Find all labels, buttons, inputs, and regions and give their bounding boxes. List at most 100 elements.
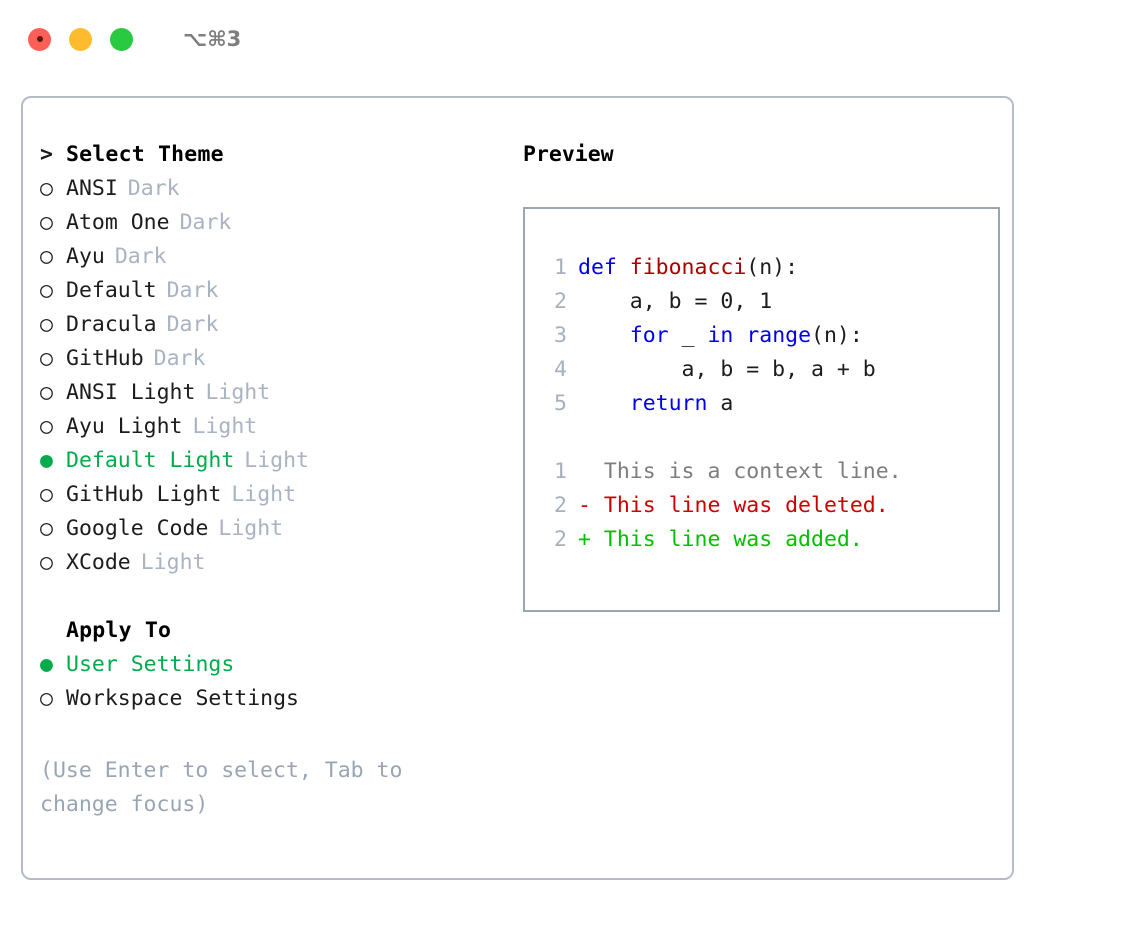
diff-line-text: + This line was added. — [578, 527, 863, 552]
code-token: return — [629, 391, 708, 416]
line-number: 1 — [554, 459, 567, 484]
theme-list-item[interactable]: ○ Google Code Light — [40, 516, 500, 550]
code-line: 5 return a — [539, 387, 998, 421]
theme-item-label: Default — [66, 278, 157, 303]
line-number: 2 — [554, 527, 567, 552]
radio-unselected-icon: ○ — [40, 176, 53, 201]
code-line-text: a, b = 0, 1 — [578, 285, 772, 319]
code-token — [578, 323, 630, 348]
code-token: def — [578, 255, 630, 280]
theme-item-label: GitHub — [66, 346, 144, 371]
theme-item-tag: Dark — [166, 312, 219, 337]
code-token: (n): — [811, 323, 863, 348]
code-token: fibonacci — [629, 255, 747, 280]
theme-item-label: Atom One — [66, 210, 170, 235]
radio-unselected-icon: ○ — [40, 346, 53, 371]
theme-list-item[interactable]: ● Default Light Light — [40, 448, 500, 482]
theme-list-item[interactable]: ○ ANSI Dark — [40, 176, 500, 210]
list-spacer — [40, 584, 500, 618]
diff-line-text: - This line was deleted. — [578, 493, 889, 518]
close-button[interactable] — [28, 27, 51, 51]
theme-item-tag: Dark — [153, 346, 206, 371]
theme-item-label: Ayu — [66, 244, 105, 269]
radio-unselected-icon: ○ — [40, 482, 53, 507]
prompt-caret-icon: > — [40, 142, 54, 167]
theme-item-label: GitHub Light — [66, 482, 222, 507]
code-diff-spacer — [539, 421, 998, 455]
keyboard-hint-text: (Use Enter to select, Tab to change focu… — [40, 758, 403, 817]
title-bar: ⌥⌘3 — [0, 0, 1140, 78]
select-theme-header-label: Select Theme — [66, 142, 224, 167]
code-token: for — [629, 323, 669, 348]
diff-line: 2 - This line was deleted. — [539, 489, 998, 523]
theme-item-tag: Light — [218, 516, 284, 541]
code-token: a, b = 0, 1 — [578, 289, 773, 314]
code-token — [733, 323, 746, 348]
radio-selected-icon: ● — [40, 652, 53, 677]
line-number: 2 — [554, 289, 567, 314]
diff-line-text: This is a context line. — [578, 459, 902, 484]
apply-to-item-label: Workspace Settings — [66, 686, 299, 711]
theme-item-tag: Light — [192, 414, 258, 439]
theme-item-label: Dracula — [66, 312, 157, 337]
code-line: 2 a, b = 0, 1 — [539, 285, 998, 319]
code-line-text: a, b = b, a + b — [578, 353, 876, 387]
code-line-text: for _ in range(n): — [578, 319, 863, 353]
diff-line: 2 + This line was added. — [539, 523, 998, 557]
apply-to-header-label: Apply To — [66, 618, 172, 643]
code-line: 4 a, b = b, a + b — [539, 353, 998, 387]
theme-list-item[interactable]: ○ Atom One Dark — [40, 210, 500, 244]
theme-list-item[interactable]: ○ GitHub Dark — [40, 346, 500, 380]
radio-selected-icon: ● — [40, 448, 53, 473]
apply-to-item[interactable]: ● User Settings — [40, 652, 500, 686]
keyboard-shortcut-label: ⌥⌘3 — [183, 27, 242, 51]
diff-line: 1 This is a context line. — [539, 455, 998, 489]
apply-to-item-label: User Settings — [66, 652, 235, 677]
code-token: range — [746, 323, 812, 348]
radio-unselected-icon: ○ — [40, 686, 53, 711]
code-token — [578, 391, 630, 416]
theme-item-tag: Light — [205, 380, 271, 405]
code-line-text: return a — [578, 387, 734, 421]
code-token: (n): — [746, 255, 799, 280]
radio-unselected-icon: ○ — [40, 516, 53, 541]
radio-unselected-icon: ○ — [40, 278, 53, 303]
line-number: 5 — [554, 391, 567, 416]
line-number: 2 — [554, 493, 567, 518]
code-token: a, b = b, a + b — [578, 357, 876, 382]
radio-unselected-icon: ○ — [40, 550, 53, 575]
preview-title: Preview — [523, 142, 614, 167]
code-token: a — [707, 391, 734, 416]
apply-to-header: Apply To — [40, 618, 500, 652]
theme-item-label: Default Light — [66, 448, 235, 473]
code-line-text: def fibonacci(n): — [578, 251, 798, 285]
code-token: in — [707, 323, 734, 348]
minimize-button[interactable] — [69, 27, 92, 51]
theme-item-tag: Light — [244, 448, 310, 473]
theme-item-tag: Light — [140, 550, 206, 575]
radio-unselected-icon: ○ — [40, 380, 53, 405]
radio-unselected-icon: ○ — [40, 210, 53, 235]
theme-item-tag: Dark — [127, 176, 180, 201]
theme-item-tag: Dark — [179, 210, 232, 235]
maximize-button[interactable] — [110, 27, 133, 51]
theme-item-label: Google Code — [66, 516, 209, 541]
theme-item-label: ANSI — [66, 176, 118, 201]
diff-sample: 1 This is a context line. 2 - This line wa… — [539, 455, 998, 557]
select-theme-header: > Select Theme — [40, 142, 500, 176]
apply-to-item[interactable]: ○ Workspace Settings — [40, 686, 500, 720]
theme-item-tag: Dark — [114, 244, 167, 269]
